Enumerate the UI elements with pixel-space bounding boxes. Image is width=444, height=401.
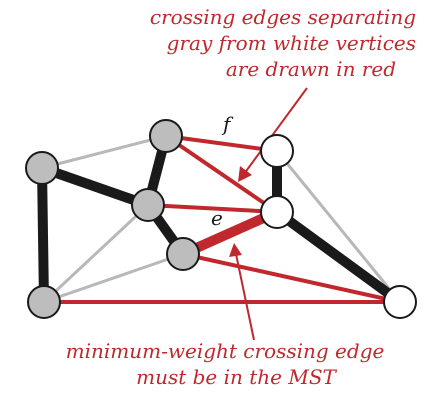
gray-edge-w1-w3 bbox=[275, 150, 402, 303]
mst-edge-w2-w3 bbox=[272, 207, 405, 307]
vertex-gray-v4 bbox=[131, 188, 165, 222]
crossing-edge-f bbox=[165, 134, 278, 153]
annotation-min-line1: minimum-weight crossing edge bbox=[66, 339, 385, 363]
vertex-gray-v3 bbox=[166, 237, 200, 271]
crossing-edge-v3-w3 bbox=[182, 252, 401, 304]
vertex-gray-v5 bbox=[27, 285, 61, 319]
arrow-min-line bbox=[235, 253, 255, 341]
vertex-white-w1 bbox=[260, 134, 294, 168]
crossing-edge-v1-w2 bbox=[164, 134, 279, 214]
vertex-white-w3 bbox=[383, 285, 417, 319]
vertex-white-w2 bbox=[260, 195, 294, 229]
crossing-edge-v4-w2 bbox=[147, 203, 278, 214]
mst-edge-v2-v4 bbox=[37, 163, 153, 210]
arrow-crossing-line bbox=[243, 87, 308, 175]
annotation-min-line2: must be in the MST bbox=[136, 365, 337, 389]
arrow-crossing-head bbox=[238, 166, 252, 182]
crossing-edges bbox=[44, 134, 401, 304]
annotation-crossing-line1: crossing edges separating bbox=[150, 5, 416, 29]
annotation-crossing-line2: gray from white vertices bbox=[167, 31, 416, 55]
gray-edge-v5-v3 bbox=[43, 252, 184, 304]
arrow-min-head bbox=[229, 243, 242, 257]
gray-vertices bbox=[25, 119, 200, 319]
mst-edge-v2-v5 bbox=[37, 163, 49, 307]
crossing-edge-e bbox=[180, 207, 280, 259]
gray-edge-v2-v1 bbox=[41, 134, 167, 170]
edge-label-f: f bbox=[221, 112, 234, 136]
annotation-crossing-line3: are drawn in red bbox=[226, 57, 396, 81]
edge-label-e: e bbox=[211, 206, 223, 230]
vertex-gray-v1 bbox=[149, 119, 183, 153]
annotation-arrows bbox=[229, 87, 308, 341]
gray-edge-v4-v5 bbox=[42, 203, 150, 304]
white-vertices bbox=[260, 134, 417, 319]
vertex-gray-v2 bbox=[25, 151, 59, 185]
